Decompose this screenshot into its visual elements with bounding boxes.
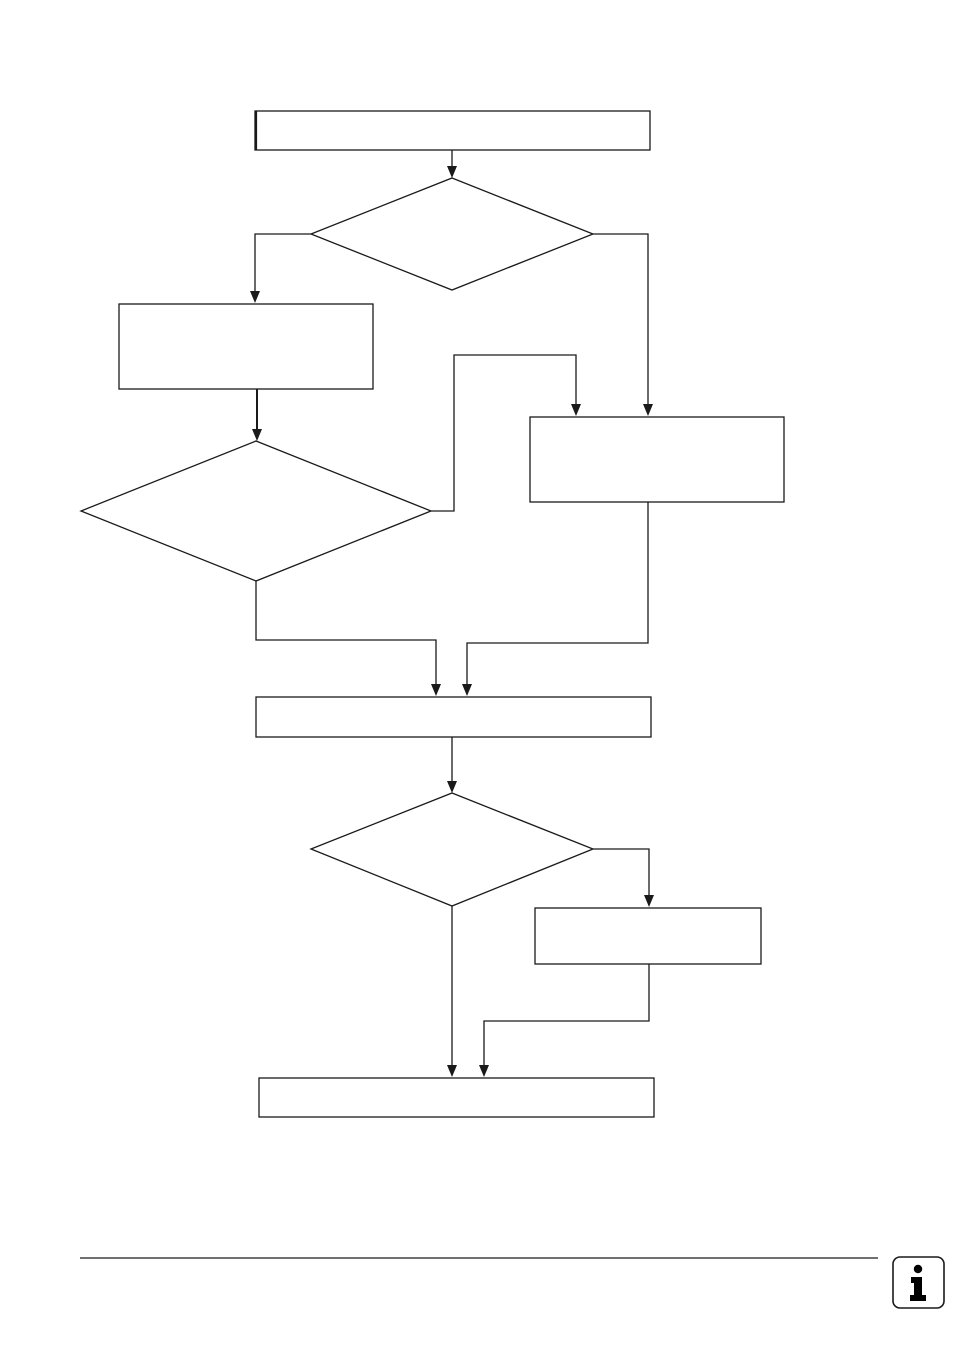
node-process-6 xyxy=(258,1077,655,1118)
info-icon xyxy=(892,1256,945,1309)
edge-decision-3-to-process-5 xyxy=(593,848,654,907)
edge-decision-1-to-process-2 xyxy=(250,233,311,303)
node-process-4 xyxy=(255,696,652,738)
node-process-3 xyxy=(529,416,785,503)
edge-process-4-to-decision-3 xyxy=(447,737,457,793)
edge-decision-2-to-process-4 xyxy=(255,581,441,696)
edge-process-3-to-process-4 xyxy=(462,502,649,696)
connectors xyxy=(250,150,654,1077)
node-process-1 xyxy=(254,110,651,151)
edge-process-5-to-process-6 xyxy=(479,964,650,1077)
edge-process-2-to-decision-2 xyxy=(252,389,262,441)
node-decision-3 xyxy=(309,792,595,907)
edge-process-1-to-decision-1 xyxy=(447,150,457,178)
node-process-2 xyxy=(118,303,374,390)
edge-decision-2-to-process-3 xyxy=(431,354,581,512)
edge-decision-1-to-process-3 xyxy=(593,233,653,416)
edge-decision-3-to-process-6 xyxy=(447,906,457,1077)
node-decision-1 xyxy=(309,177,595,291)
node-decision-2 xyxy=(79,440,433,582)
node-process-5 xyxy=(534,907,762,965)
